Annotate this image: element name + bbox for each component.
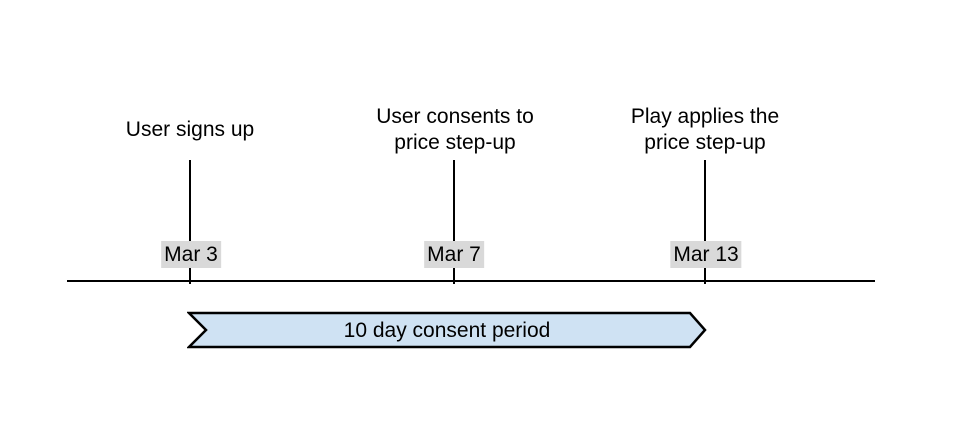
consent-period-label: 10 day consent period	[343, 319, 551, 342]
date-label-mar-7: Mar 7	[424, 241, 484, 268]
consent-period-ribbon	[187, 311, 707, 349]
date-label-mar-3: Mar 3	[161, 241, 221, 268]
timeline-axis	[67, 280, 875, 282]
event-title-user-consents: User consents to price step-up	[376, 105, 534, 154]
event-tick-mar-13	[704, 160, 706, 284]
event-tick-mar-7	[453, 160, 455, 284]
consent-period-ribbon-shape	[187, 311, 707, 349]
event-title-play-applies: Play applies the price step-up	[630, 105, 780, 154]
event-tick-mar-3	[189, 160, 191, 284]
date-label-mar-13: Mar 13	[670, 241, 742, 268]
event-title-user-signs-up: User signs up	[125, 118, 255, 141]
